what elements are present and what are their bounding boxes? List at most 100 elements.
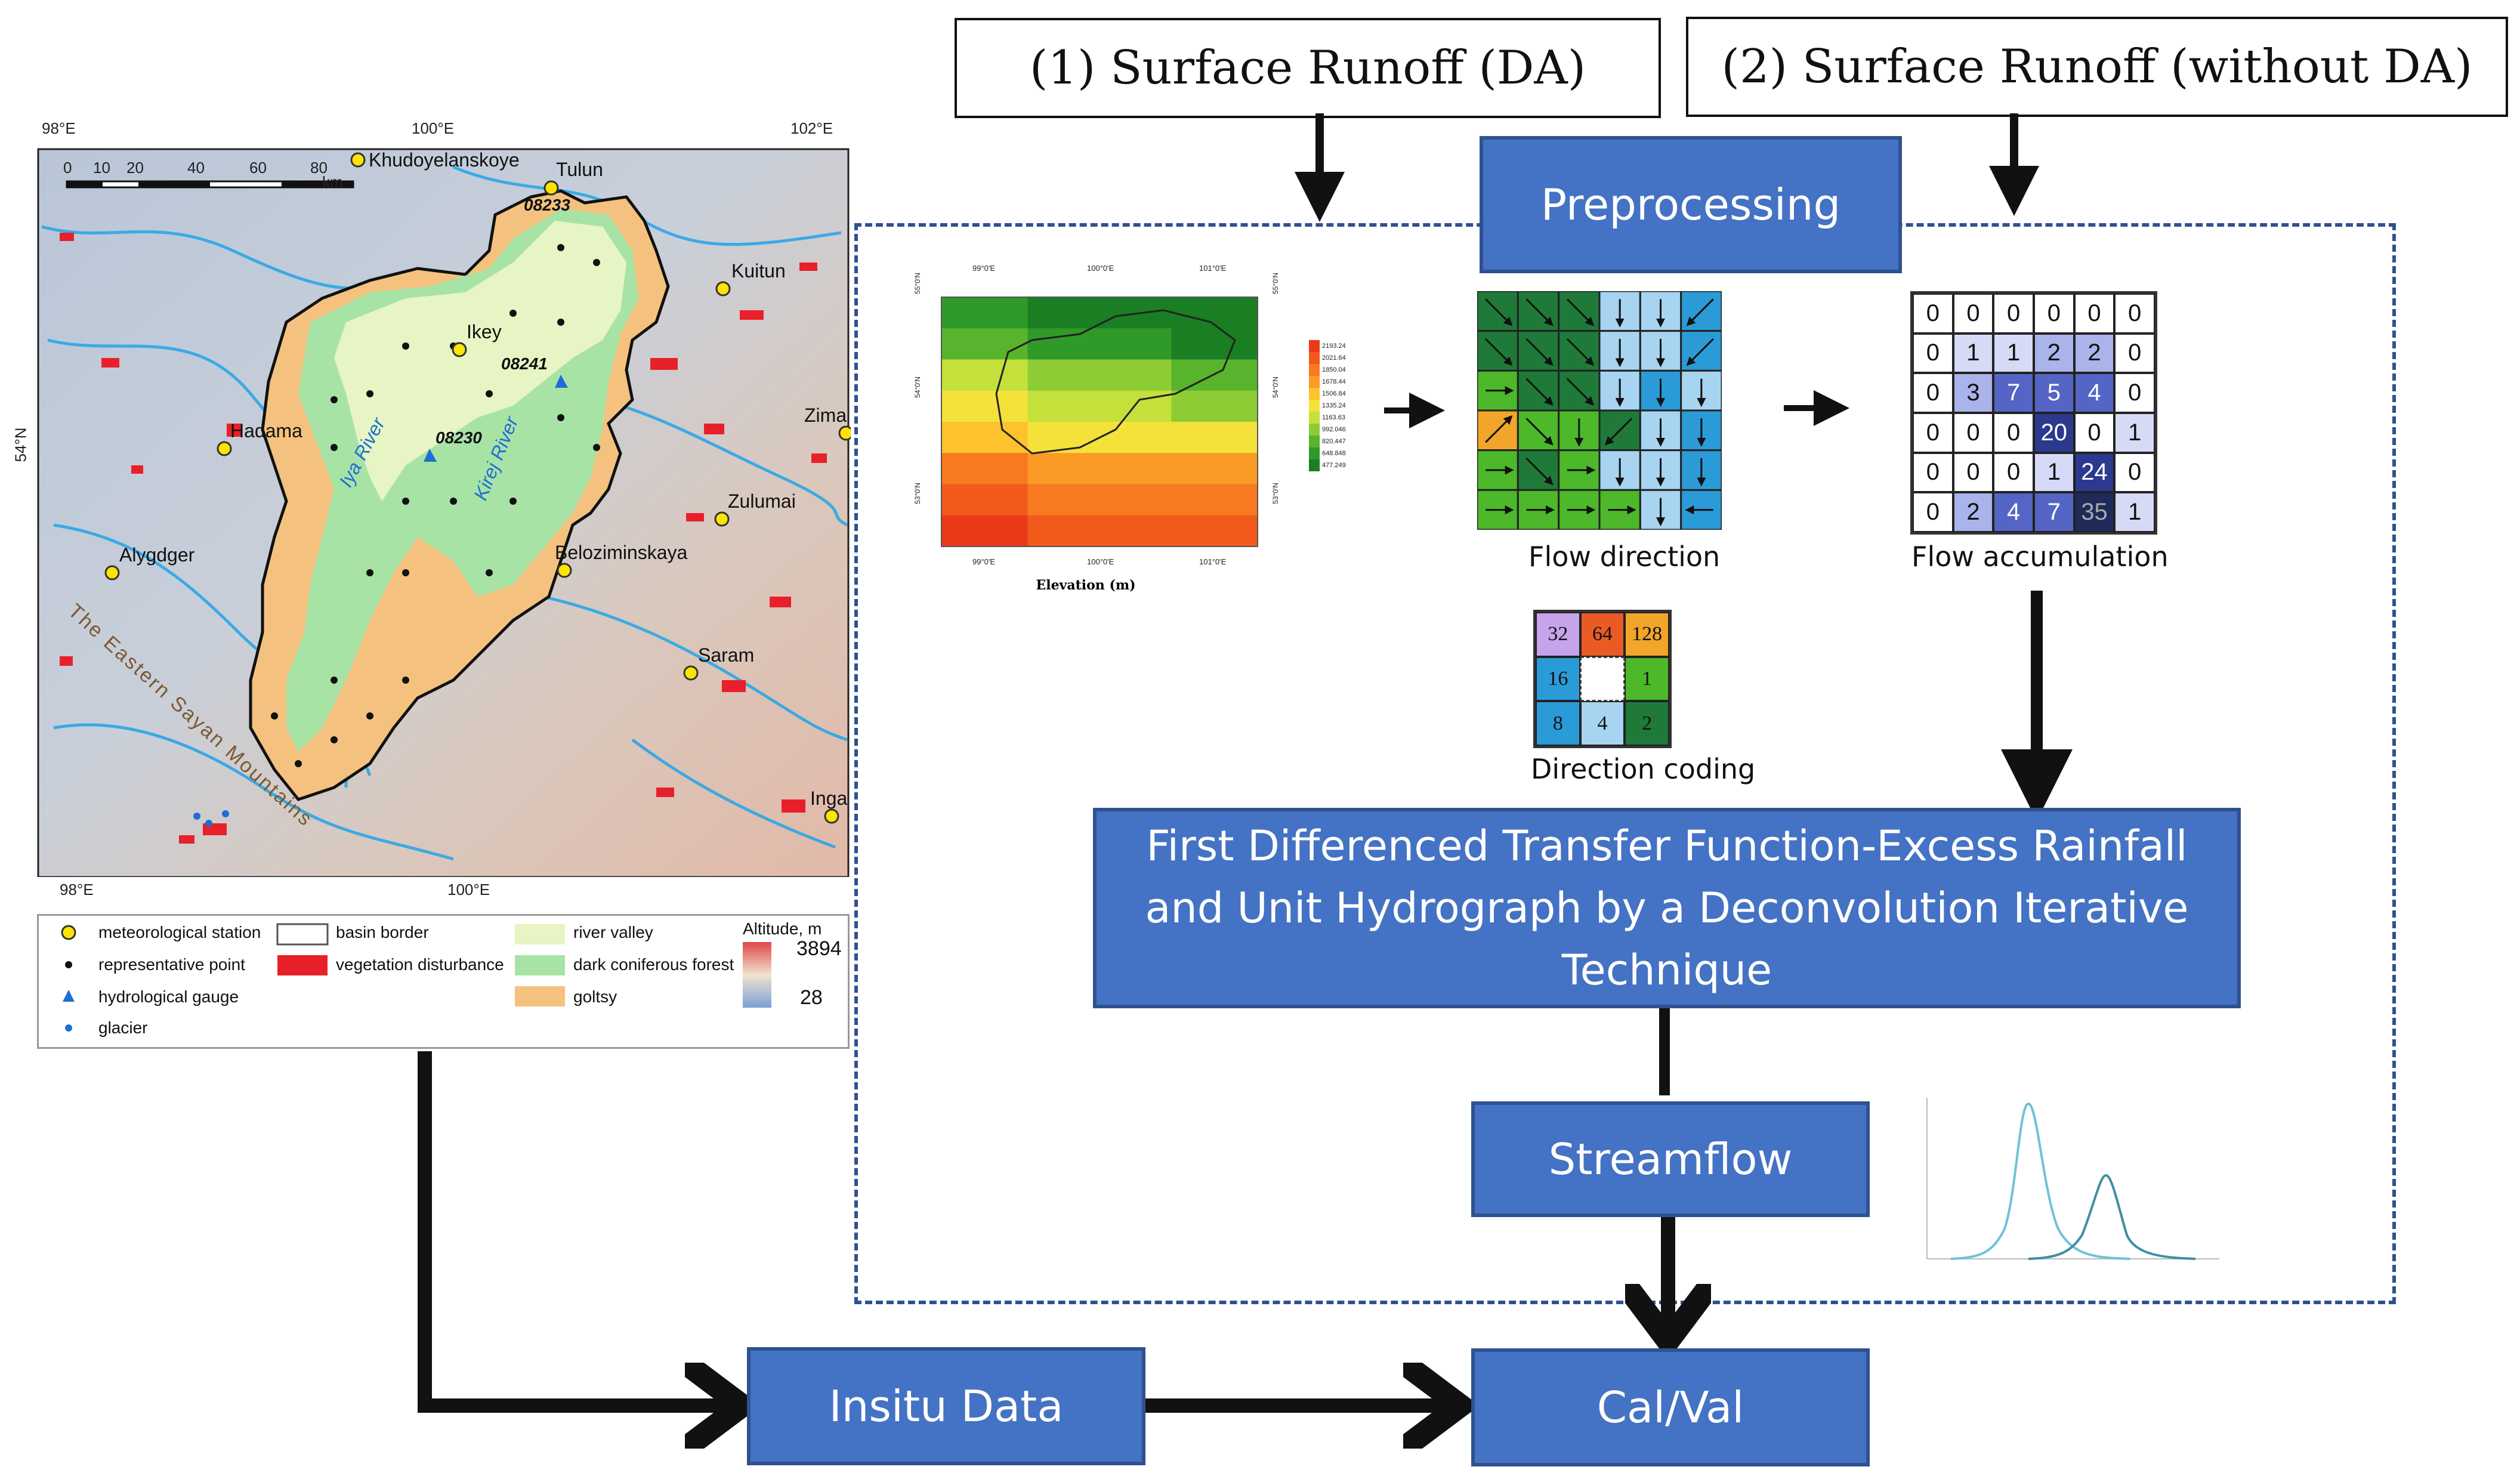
elev-bottom-tick: 100°0'E xyxy=(1087,557,1114,566)
elevation-cell xyxy=(1200,297,1230,329)
elevation-cell xyxy=(1114,515,1143,547)
flow-accumulation-cell: 0 xyxy=(1913,294,1953,334)
flow-accumulation-cell: 0 xyxy=(2074,294,2115,334)
flow-direction-grid xyxy=(1476,290,1723,531)
legend-item: meteorological station xyxy=(98,923,261,941)
colorbar-tick: 2193.24 xyxy=(1322,342,1346,350)
elevation-cell xyxy=(999,515,1029,547)
altitude-max: 3894 xyxy=(796,937,842,960)
scale-label: 0 xyxy=(63,159,72,177)
elevation-cell xyxy=(970,515,999,547)
flow-accumulation-cell: 0 xyxy=(2074,412,2115,453)
elevation-cell xyxy=(1142,484,1172,516)
elevation-cell xyxy=(970,484,999,516)
gauge-label: 08233 xyxy=(524,196,570,214)
elevation-cell xyxy=(1200,484,1230,516)
elevation-cell xyxy=(1228,297,1258,329)
elevation-cell xyxy=(999,359,1029,391)
flow-accumulation-cell: 1 xyxy=(1953,333,1994,373)
elevation-cell xyxy=(1085,390,1114,422)
place-label: Alygdger xyxy=(119,544,195,566)
legend-item: representative point xyxy=(98,955,245,974)
elevation-cell xyxy=(970,390,999,422)
colorbar-tick: 1506.84 xyxy=(1322,390,1346,397)
elevation-cell xyxy=(941,484,971,516)
direction-coding-cell: 32 xyxy=(1536,612,1580,657)
scale-label: 60 xyxy=(249,159,267,177)
colorbar-tick: 1678.44 xyxy=(1322,378,1346,385)
input-surface-runoff-without-da: (2) Surface Runoff (without DA) xyxy=(1686,17,2508,117)
elevation-axis-label: Elevation (m) xyxy=(1036,578,1136,593)
place-label: Saram xyxy=(698,644,755,666)
map-lon-tick-100: 100°E xyxy=(412,119,455,137)
fdtf-box: First Differenced Transfer Function-Exce… xyxy=(1093,808,2241,1008)
elevation-cell xyxy=(999,484,1029,516)
flow-direction-arrow-icon xyxy=(1485,338,1513,366)
elevation-cell xyxy=(1114,453,1143,484)
elevation-cell xyxy=(1200,453,1230,484)
map-graphic xyxy=(37,148,854,878)
legend-item: glacier xyxy=(98,1018,148,1037)
flow-direction-arrow-icon xyxy=(1525,378,1554,406)
elevation-cell xyxy=(1228,359,1258,391)
flow-accumulation-cell: 2 xyxy=(2033,333,2074,373)
flow-accumulation-cell: 1 xyxy=(2114,492,2155,532)
flow-accumulation-cell: 0 xyxy=(1993,294,2034,334)
elevation-cell xyxy=(970,422,999,453)
flow-direction-arrow-icon xyxy=(1485,298,1513,326)
altitude-title: Altitude, m xyxy=(743,919,822,938)
place-label: Tulun xyxy=(556,159,603,180)
elevation-cell xyxy=(941,515,971,547)
elevation-cell xyxy=(1027,328,1057,360)
flow-accumulation-cell: 1 xyxy=(2033,452,2074,493)
elevation-cell xyxy=(1085,484,1114,516)
scale-label: 80 xyxy=(310,159,328,177)
colorbar-tick: 648.848 xyxy=(1322,450,1346,457)
elevation-cell xyxy=(1027,297,1057,329)
place-label: Hadama xyxy=(230,420,302,441)
flow-accumulation-cell: 3 xyxy=(1953,373,1994,413)
colorbar-tick: 1335.24 xyxy=(1322,402,1346,409)
hydrograph-illustration xyxy=(1915,1086,2225,1271)
flow-direction-arrow-icon xyxy=(1686,298,1714,326)
elevation-cell xyxy=(1142,328,1172,360)
scale-label: 40 xyxy=(187,159,205,177)
flow-accumulation-cell: 4 xyxy=(2074,373,2115,413)
elevation-cell xyxy=(1027,484,1057,516)
legend-item: basin border xyxy=(336,923,429,941)
place-label: Zima xyxy=(804,405,847,426)
elevation-cell xyxy=(999,453,1029,484)
flow-accumulation-cell: 4 xyxy=(1993,492,2034,532)
elev-top-tick: 99°0'E xyxy=(972,264,996,273)
elevation-cell xyxy=(1114,328,1143,360)
elevation-panel: 99°0'E 100°0'E 101°0'E 99°0'E 100°0'E 10… xyxy=(901,251,1346,609)
elevation-cell xyxy=(1142,453,1172,484)
elevation-cell xyxy=(1228,453,1258,484)
elevation-cell xyxy=(1056,359,1086,391)
elevation-cell xyxy=(1228,484,1258,516)
direction-coding-cell: 16 xyxy=(1536,656,1580,702)
colorbar-tick: 820.447 xyxy=(1322,438,1346,445)
elevation-cell xyxy=(999,297,1029,329)
scale-unit: km xyxy=(322,173,343,191)
preprocessing-box: Preprocessing xyxy=(1480,136,1902,273)
arrow-map-to-insitu xyxy=(418,1051,728,1406)
place-label: Kuitun xyxy=(731,260,786,282)
place-label: Beloziminskaya xyxy=(555,542,688,563)
scale-label: 20 xyxy=(126,159,144,177)
flow-accumulation-cell: 0 xyxy=(1913,373,1953,413)
elevation-cell xyxy=(1056,453,1086,484)
elevation-cell xyxy=(970,328,999,360)
direction-coding-cell: 64 xyxy=(1580,612,1625,657)
direction-coding-cell: 8 xyxy=(1536,701,1580,746)
flow-accumulation-cell: 2 xyxy=(2074,333,2115,373)
elevation-cell xyxy=(1171,359,1201,391)
map-lon-tick-bottom-100: 100°E xyxy=(447,881,490,898)
flow-accumulation-caption: Flow accumulation xyxy=(1911,541,2169,573)
flow-accumulation-cell: 0 xyxy=(1913,333,1953,373)
map-lon-tick-102: 102°E xyxy=(790,119,833,137)
flow-direction-arrow-icon xyxy=(1525,298,1554,326)
flow-direction-arrow-icon xyxy=(1604,418,1633,446)
